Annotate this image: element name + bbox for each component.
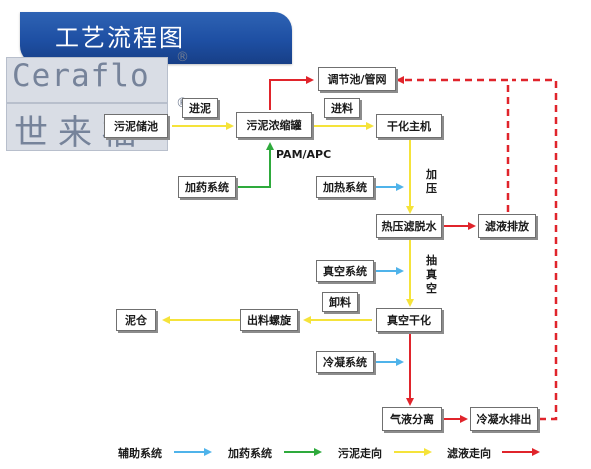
node-condense: 冷凝系统	[316, 351, 374, 373]
legend-dosing-label: 加药系统	[228, 447, 272, 460]
logo-english-background	[6, 57, 168, 103]
flow-condensate-return	[512, 78, 558, 421]
legend-sludge-label: 污泥走向	[338, 447, 382, 460]
node-filtrate: 滤液排放	[478, 214, 536, 238]
label-feed-sludge: 进泥	[182, 98, 218, 118]
node-main-unit: 干化主机	[376, 114, 442, 138]
node-press: 热压滤脱水	[376, 214, 442, 238]
page-title: 工艺流程图	[55, 24, 185, 52]
node-dosing: 加药系统	[178, 176, 236, 198]
node-thickener: 污泥浓缩罐	[236, 112, 312, 138]
node-heating: 加热系统	[316, 176, 374, 198]
label-pressurize: 加压	[426, 168, 437, 195]
node-sludge-pool: 污泥储池	[104, 114, 168, 138]
label-discharge: 卸料	[322, 292, 358, 312]
node-screw: 出料螺旋	[240, 309, 298, 331]
logo-english-text: Ceraflo	[12, 58, 150, 94]
legend-aux-label: 辅助系统	[118, 447, 162, 460]
flow-filtrate-return	[396, 76, 510, 212]
registered-mark-icon: ®	[176, 50, 189, 65]
label-feed-material: 进料	[324, 98, 360, 118]
node-condensate: 冷凝水排出	[470, 407, 538, 431]
flow-thickener-to-regulating	[269, 76, 314, 110]
node-silo: 泥仓	[116, 309, 156, 331]
node-vacuum-system: 真空系统	[316, 260, 374, 282]
node-separator: 气液分离	[382, 407, 442, 431]
node-vacuum-dry: 真空干化	[376, 308, 442, 332]
flow-dosing-to-thickener	[236, 142, 274, 188]
header-bar	[20, 12, 292, 64]
node-regulating: 调节池/管网	[318, 67, 396, 91]
label-evacuate: 抽真空	[426, 254, 437, 295]
legend-filtrate-label: 滤液走向	[447, 447, 491, 460]
label-pam: PAM/APC	[276, 148, 332, 161]
